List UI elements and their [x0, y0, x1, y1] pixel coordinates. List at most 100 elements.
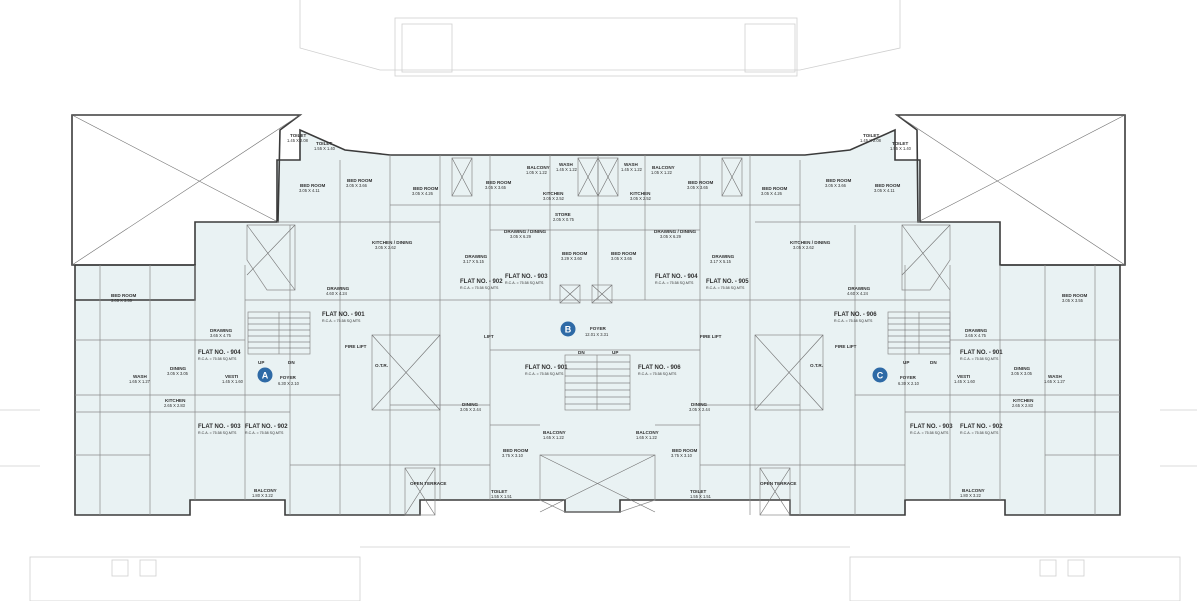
room-dim: 1.45 X 2.08	[287, 138, 309, 143]
room-name: TOILET	[863, 133, 879, 138]
room-dim: 1.45 X 2.08	[860, 138, 882, 143]
flat-904-a-area: R.C.A. = 75.58 SQ.MTS	[198, 357, 237, 361]
room-dim: 3.05 X 3.05	[167, 371, 189, 376]
room-dim: 3.75 X 3.10	[502, 453, 524, 458]
room-dim: 3.65 X 4.75	[210, 333, 232, 338]
room-dim: 3.65 X 4.75	[965, 333, 987, 338]
flat-904-b-label: FLAT NO. - 904	[655, 274, 698, 280]
terrace-roof-right	[894, 114, 1126, 291]
foyer-c-name: FOYER	[900, 375, 917, 380]
room-dim: 3.05 X 3.66	[346, 183, 368, 188]
flat-906-c-label: FLAT NO. - 906	[834, 312, 877, 318]
room-dim: 3.05 X 6.29	[660, 234, 682, 239]
room-dim: 1.55 X 1.51	[690, 494, 712, 499]
flat-906-c-area: R.C.A. = 75.58 SQ.MTS	[834, 319, 873, 323]
room-name: BED ROOM	[1062, 293, 1087, 298]
foyer-b-name: FOYER	[590, 326, 607, 331]
room-dim: 3.05 X 2.62	[793, 245, 815, 250]
room-dim: 2.05 X 0.75	[553, 217, 575, 222]
room-dim: 3.05 X 3.65	[485, 185, 507, 190]
room-name: BED ROOM	[486, 180, 511, 185]
room-name: DRAWING / DINING	[654, 229, 697, 234]
open-terrace-left: OPEN TERRACE	[410, 481, 447, 486]
room-name: KITCHEN	[630, 191, 651, 196]
room-dim: 3.05 X 4.11	[874, 188, 895, 193]
room-name: KITCHEN / DINING	[790, 240, 831, 245]
room-name: KITCHEN	[165, 398, 186, 403]
room-dim: 1.55 X 1.40	[890, 146, 912, 151]
room-name: DRAWING	[327, 286, 350, 291]
ducts	[451, 157, 743, 304]
room-dim: 1.80 X 3.22	[252, 493, 274, 498]
room-name: STORE	[555, 212, 571, 217]
marker-c-label: C	[877, 371, 884, 381]
room-dim: 3.05 X 3.65	[687, 185, 709, 190]
room-dim: 1.80 X 3.22	[960, 493, 982, 498]
fire-lift-c: FIRE LIFT	[835, 344, 857, 349]
room-name: WASH	[624, 162, 638, 167]
room-name: WASH	[559, 162, 573, 167]
building-floor	[75, 130, 1120, 515]
room-dim: 1.55 X 1.51	[491, 494, 513, 499]
room-dim: 3.75 X 3.10	[671, 453, 693, 458]
stair-center	[564, 354, 631, 411]
room-name: BED ROOM	[503, 448, 528, 453]
room-dim: 1.45 X 1.60	[222, 379, 244, 384]
room-name: BED ROOM	[111, 293, 136, 298]
room-name: BED ROOM	[875, 183, 900, 188]
room-name: BALCONY	[652, 165, 675, 170]
flat-901-a-label: FLAT NO. - 901	[322, 312, 365, 318]
flat-903-b-label: FLAT NO. - 903	[505, 274, 548, 280]
lift-b: LIFT	[484, 334, 494, 339]
stair-a-dn: DN	[288, 360, 295, 365]
room-dim: 3.17 X 5.15	[710, 259, 732, 264]
room-name: DINING	[170, 366, 187, 371]
room-dim: 3.17 X 5.15	[463, 259, 485, 264]
room-name: TOILET	[892, 141, 908, 146]
flat-903-a-area: R.C.A. = 75.58 SQ.MTS	[198, 431, 237, 435]
flat-902-c-area: R.C.A. = 75.58 SQ.MTS	[960, 431, 999, 435]
flat-901-b-area: R.C.A. = 75.58 SQ.MTS	[525, 372, 564, 376]
open-terrace-right: OPEN TERRACE	[760, 481, 797, 486]
foyer-c-dim: 6.30 X 2.10	[898, 381, 920, 386]
flat-902-c-label: FLAT NO. - 902	[960, 424, 1003, 430]
room-name: TOILET	[491, 489, 507, 494]
stair-c-dn: DN	[930, 360, 937, 365]
room-name: BED ROOM	[413, 186, 438, 191]
room-name: TOILET	[290, 133, 306, 138]
room-name: BED ROOM	[300, 183, 325, 188]
flat-labels: FLAT NO. - 901 R.C.A. = 75.58 SQ.MTS FLA…	[198, 274, 1003, 435]
stair-c-up: UP	[903, 360, 909, 365]
stair-left	[247, 311, 311, 355]
room-name: DINING	[1014, 366, 1031, 371]
room-name: DRAWING	[210, 328, 233, 333]
otr-right: O.T.R.	[810, 363, 823, 368]
room-dim: 3.05 X 2.44	[460, 407, 482, 412]
room-name: BED ROOM	[347, 178, 372, 183]
room-dim: 1.65 X 1.22	[636, 435, 658, 440]
flat-902-a-area: R.C.A. = 75.58 SQ.MTS	[245, 431, 284, 435]
room-dim: 1.65 X 1.27	[129, 379, 151, 384]
room-name: DRAWING	[465, 254, 488, 259]
room-dim: 2.65 X 2.83	[1012, 403, 1034, 408]
room-dim: 3.05 X 2.52	[543, 196, 565, 201]
flat-906-b-area: R.C.A. = 75.58 SQ.MTS	[638, 372, 677, 376]
flat-904-a-label: FLAT NO. - 904	[198, 350, 241, 356]
wing-marker-c: C	[872, 367, 888, 383]
common-labels: FOYER 12.01 X 3.31 FOYER 6.30 X 2.10 FOY…	[258, 326, 937, 486]
room-name: TOILET	[316, 141, 332, 146]
room-dim: 2.65 X 2.83	[164, 403, 186, 408]
flat-902-b-area: R.C.A. = 75.58 SQ.MTS	[460, 286, 499, 290]
room-name: DRAWING	[712, 254, 735, 259]
flat-906-b-label: FLAT NO. - 906	[638, 365, 681, 371]
foyer-a-name: FOYER	[280, 375, 297, 380]
room-dim: 1.45 X 1.22	[621, 167, 643, 172]
room-dim: 4.60 X 4.24	[326, 291, 348, 296]
room-dim: 3.05 X 2.44	[689, 407, 711, 412]
room-dim: 3.29 X 3.60	[561, 256, 583, 261]
flat-902-a-label: FLAT NO. - 902	[245, 424, 288, 430]
foyer-b-dim: 12.01 X 3.31	[585, 332, 609, 337]
